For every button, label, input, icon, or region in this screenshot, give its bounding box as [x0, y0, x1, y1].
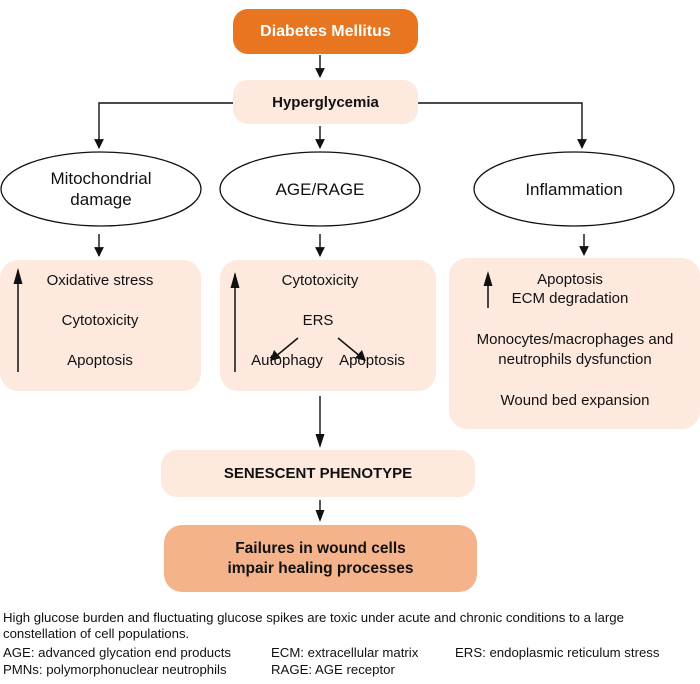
- abbrev-ers: ERS: endoplasmic reticulum stress: [455, 645, 660, 660]
- effect-apoptosis: Apoptosis: [67, 352, 133, 369]
- autophagy-label: Autophagy: [251, 352, 323, 369]
- ers-to-apoptosis-arrow: [337, 337, 362, 358]
- arrow-to-senescent: [315, 396, 325, 448]
- mitochondrial-effects-box: [0, 260, 201, 391]
- increased-apoptosis: Apoptosis: [537, 271, 603, 288]
- effect-wound-bed-expansion: Wound bed expansion: [500, 392, 650, 409]
- diabetes-mellitus-label: Diabetes Mellitus: [260, 22, 391, 40]
- senescent-phenotype-box: SENESCENT PHENOTYPE: [161, 450, 475, 497]
- arrow-to-inflammation: [418, 102, 587, 149]
- abbrev-age: AGE: advanced glycation end products: [3, 645, 231, 660]
- age-rage-label: AGE/RAGE: [275, 179, 365, 199]
- ellipse-age-rage: [219, 151, 421, 227]
- caption-line-2: constellation of cell populations.: [3, 626, 190, 641]
- increase-arrow-icon: [483, 271, 493, 308]
- effect-oxidative-stress: Oxidative stress: [46, 272, 154, 289]
- age-rage-effects-box: [220, 260, 436, 391]
- apoptosis-label: Apoptosis: [339, 352, 405, 369]
- ellipse-mitochondrial-damage: [0, 151, 202, 227]
- increased-ecm-degradation: ECM degradation: [511, 290, 629, 307]
- mitochondrial-damage-label: Mitochondrial damage: [50, 169, 152, 209]
- hyperglycemia-box: Hyperglycemia: [233, 80, 418, 124]
- abbrev-ecm: ECM: extracellular matrix: [271, 645, 419, 660]
- inflammation-label: Inflammation: [525, 179, 623, 199]
- increase-arrow-icon: [13, 268, 23, 372]
- failures-line-1: Failures in wound cells: [235, 539, 406, 557]
- ellipse-inflammation: [473, 151, 675, 227]
- arrow-to-failures: [315, 500, 325, 522]
- arrow-to-mitochondrial: [94, 102, 233, 149]
- hyperglycemia-label: Hyperglycemia: [272, 93, 379, 111]
- ers-label: ERS: [302, 312, 334, 329]
- abbrev-pmns: PMNs: polymorphonuclear neutrophils: [3, 662, 227, 677]
- diabetes-mellitus-box: Diabetes Mellitus: [233, 9, 418, 54]
- effect-monocytes-macrophages: Monocytes/macrophages and: [476, 331, 674, 348]
- healing-failure-box: Failures in wound cells impair healing p…: [164, 525, 477, 592]
- senescent-phenotype-label: SENESCENT PHENOTYPE: [223, 465, 413, 482]
- effect-cytotoxicity: Cytotoxicity: [281, 272, 359, 289]
- caption-line-1: High glucose burden and fluctuating gluc…: [3, 610, 624, 625]
- effect-cytotoxicity: Cytotoxicity: [61, 312, 139, 329]
- abbrev-rage: RAGE: AGE receptor: [271, 662, 395, 677]
- effect-neutrophils-dysfunction: neutrophils dysfunction: [498, 351, 652, 368]
- inflammation-effects-box: [449, 258, 700, 429]
- failures-line-2: impair healing processes: [227, 559, 414, 577]
- ers-to-autophagy-arrow: [274, 337, 299, 358]
- age-rage-arrows: [230, 272, 366, 372]
